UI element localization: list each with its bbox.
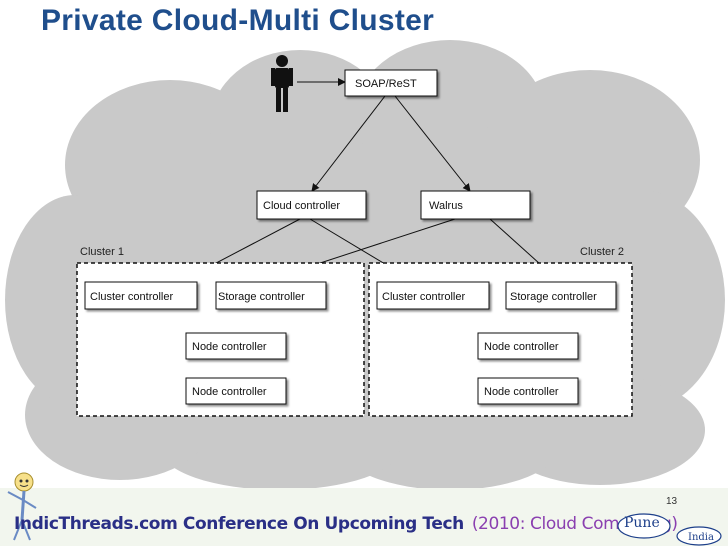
cloud-badge-icon [617, 513, 722, 546]
cluster-1-node-controller-2-box: Node controller [185, 377, 287, 405]
svg-text:Walrus: Walrus [429, 200, 463, 212]
cluster-2-cluster-controller-box: Cluster controller [376, 281, 490, 310]
svg-text:Storage controller: Storage controller [510, 291, 597, 303]
svg-text:Storage controller: Storage controller [218, 291, 305, 303]
country-label: India [688, 532, 714, 543]
cluster-2-label: Cluster 2 [580, 246, 624, 258]
cluster-1-storage-controller-box: Storage controller [215, 281, 327, 310]
footer-band [0, 488, 728, 546]
walrus-box: Walrus [420, 190, 531, 220]
cloud-controller-box: Cloud controller [256, 190, 367, 220]
slide-title: Private Cloud-Multi Cluster [41, 4, 435, 37]
cluster-2-node-controller-2-box: Node controller [477, 377, 579, 405]
person-figure-icon [271, 55, 293, 112]
svg-text:SOAP/ReST: SOAP/ReST [355, 78, 417, 90]
svg-text:Node controller: Node controller [192, 386, 267, 398]
mascot-logo [7, 472, 37, 541]
svg-text:Node controller: Node controller [484, 341, 559, 353]
cluster-2-node-controller-1-box: Node controller [477, 332, 579, 360]
svg-text:Node controller: Node controller [484, 386, 559, 398]
cluster-2-storage-controller-box: Storage controller [505, 281, 617, 310]
cluster-1-node-controller-1-box: Node controller [185, 332, 287, 360]
soap-rest-box: SOAP/ReST [344, 69, 438, 97]
svg-text:Cluster controller: Cluster controller [382, 291, 465, 303]
cluster-1-cluster-controller-box: Cluster controller [84, 281, 198, 310]
page-number: 13 [666, 496, 678, 507]
svg-text:Node controller: Node controller [192, 341, 267, 353]
cluster-1-label: Cluster 1 [80, 246, 124, 258]
city-label: Pune [624, 515, 660, 531]
conference-name: IndicThreads.com Conference On Upcoming … [14, 514, 464, 534]
conference-footer: IndicThreads.com Conference On Upcoming … [14, 514, 678, 534]
svg-text:Cluster controller: Cluster controller [90, 291, 173, 303]
svg-text:Cloud controller: Cloud controller [263, 200, 340, 212]
